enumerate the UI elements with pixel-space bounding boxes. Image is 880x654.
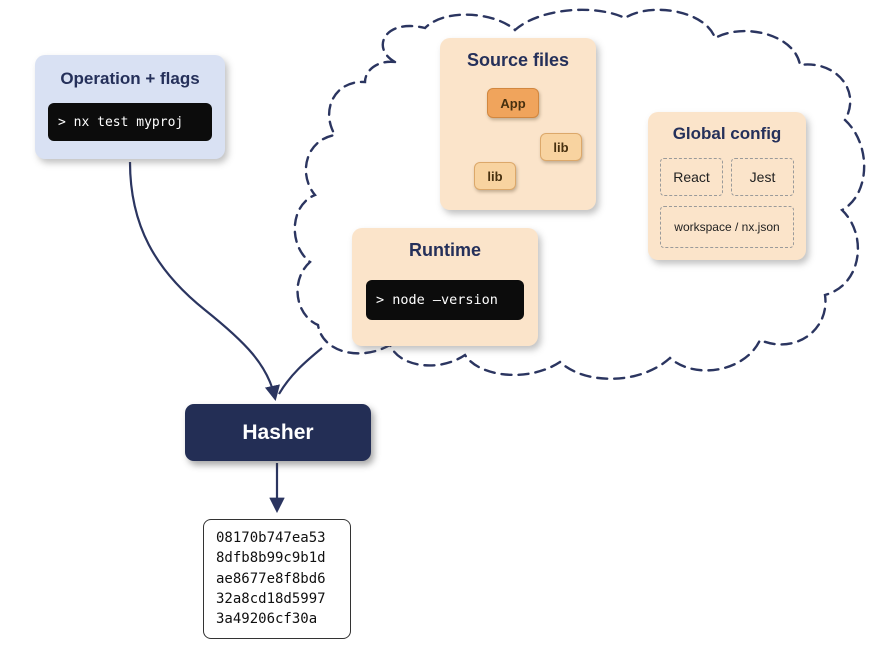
- operation-flags-title: Operation + flags: [60, 69, 200, 88]
- arrow-operation-to-hasher: [128, 161, 280, 402]
- lib-node-right: lib: [540, 133, 582, 161]
- runtime-command-terminal: > node –version: [366, 280, 524, 320]
- hash-line: ae8677e8f8bd6: [216, 570, 326, 587]
- runtime-card: Runtime > node –version: [352, 228, 538, 346]
- runtime-command-text: > node –version: [376, 292, 498, 308]
- arrow-environment-to-hasher: [278, 347, 323, 395]
- lib-node-bottom: lib: [474, 162, 516, 190]
- source-files-card: Source files App lib lib: [440, 38, 596, 210]
- runtime-title: Runtime: [409, 240, 481, 260]
- global-config-row: React Jest: [660, 158, 794, 196]
- config-item-workspace: workspace / nx.json: [660, 206, 794, 248]
- hasher-node: Hasher: [185, 404, 371, 461]
- config-item-jest: Jest: [731, 158, 794, 196]
- operation-command-text: > nx test myproj: [58, 114, 184, 130]
- global-config-title: Global config: [672, 124, 782, 143]
- operation-command-terminal: > nx test myproj: [48, 103, 212, 141]
- app-node: App: [487, 88, 539, 118]
- global-config-card: Global config React Jest workspace / nx.…: [648, 112, 806, 260]
- hash-output-box: 08170b747ea53 8dfb8b99c9b1d ae8677e8f8bd…: [203, 519, 351, 639]
- hash-line: 32a8cd18d5997: [216, 590, 326, 607]
- operation-flags-card: Operation + flags > nx test myproj: [35, 55, 225, 159]
- hash-line: 3a49206cf30a: [216, 611, 318, 628]
- hash-line: 8dfb8b99c9b1d: [216, 550, 326, 567]
- hash-line: 08170b747ea53: [216, 530, 326, 546]
- config-item-react: React: [660, 158, 723, 196]
- source-files-title: Source files: [466, 50, 570, 70]
